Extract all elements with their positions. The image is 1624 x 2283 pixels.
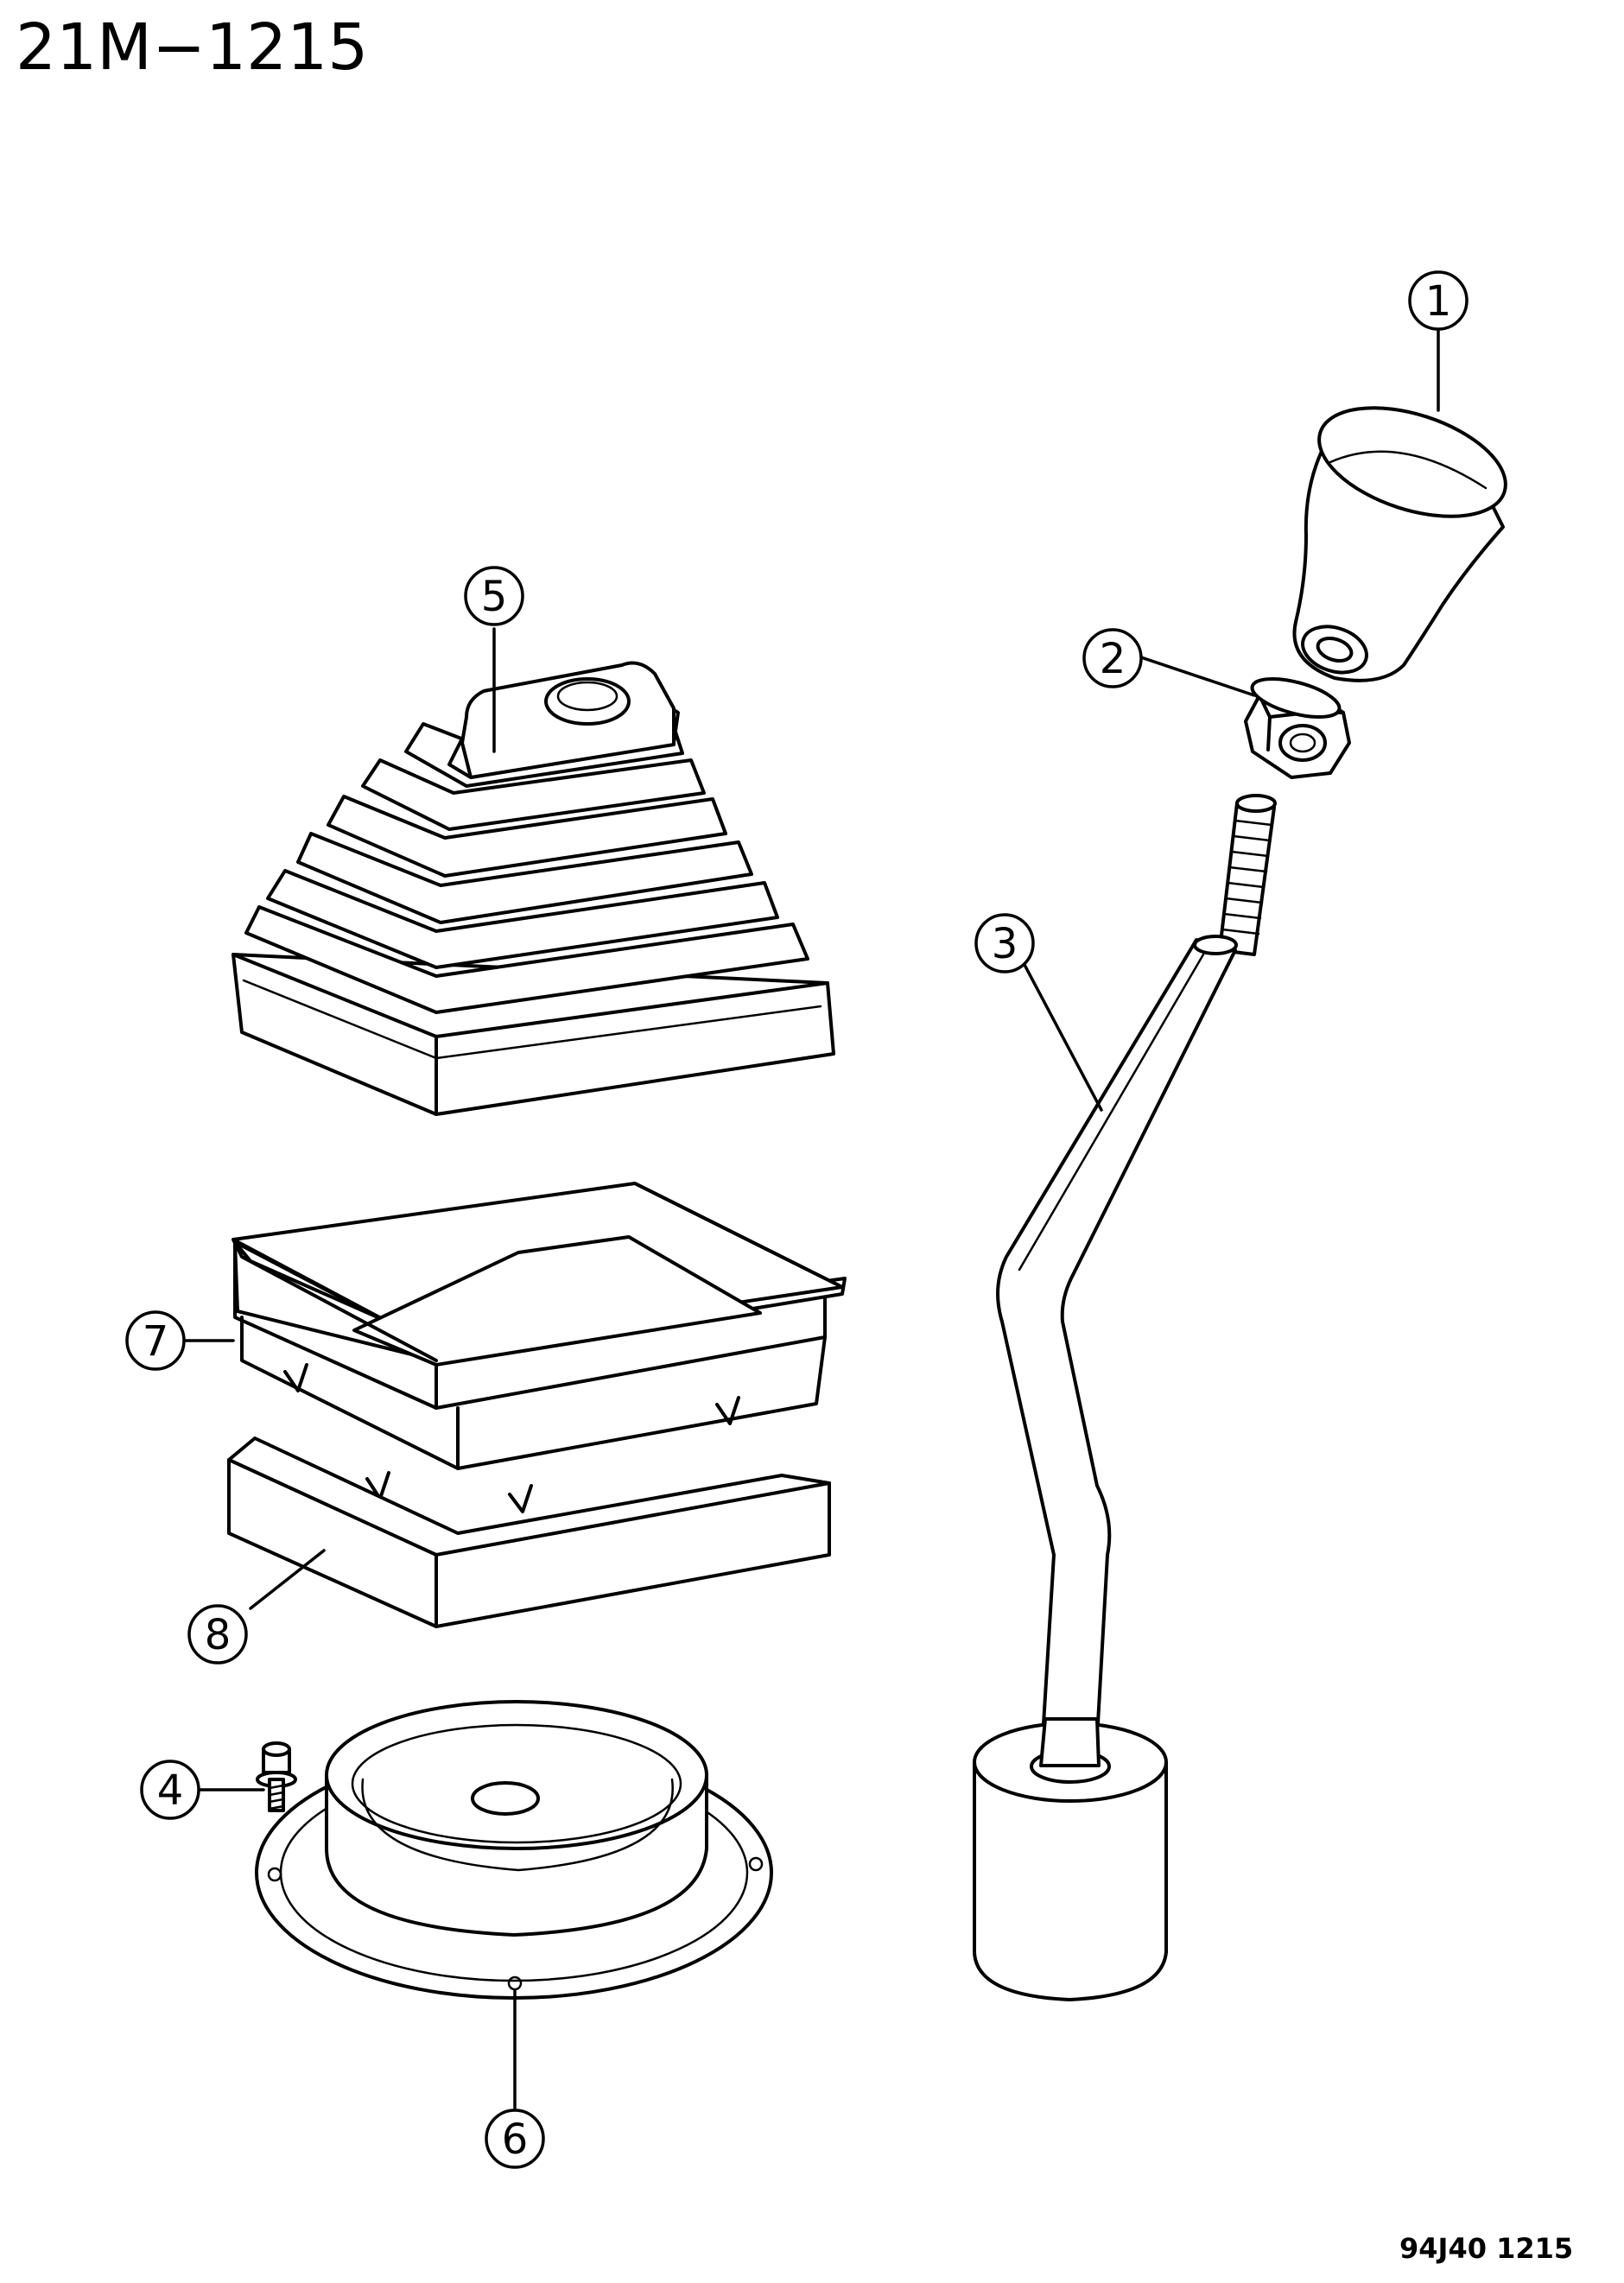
jam-nut xyxy=(1244,677,1351,779)
floor-pad xyxy=(227,1436,831,1628)
callout-number: 6 xyxy=(502,2115,529,2164)
callout-number: 4 xyxy=(157,1766,184,1815)
boot-retainer xyxy=(232,1182,847,1513)
callout-3: 3 xyxy=(974,913,1035,973)
leader-8 xyxy=(249,1549,326,1610)
diagram-code: 21M−1215 xyxy=(16,10,368,85)
shift-knob xyxy=(1292,406,1507,682)
callout-5: 5 xyxy=(464,566,524,626)
bolt xyxy=(256,1741,297,1812)
callout-2: 2 xyxy=(1082,628,1143,688)
leader-2 xyxy=(1137,655,1256,697)
callout-1: 1 xyxy=(1408,270,1469,331)
leader-3 xyxy=(1022,961,1103,1112)
callout-number: 7 xyxy=(143,1317,169,1366)
shift-boot xyxy=(232,661,835,1116)
base-plate xyxy=(255,1700,773,2000)
callout-number: 3 xyxy=(992,920,1018,968)
callout-number: 8 xyxy=(205,1611,232,1659)
drawing-reference: 94J40 1215 xyxy=(1399,2232,1573,2265)
shift-lever xyxy=(973,794,1277,2001)
callout-4: 4 xyxy=(140,1760,200,1820)
callout-6: 6 xyxy=(485,2109,545,2169)
callout-8: 8 xyxy=(187,1604,248,1665)
callout-7: 7 xyxy=(125,1310,186,1371)
callout-number: 1 xyxy=(1425,277,1452,326)
callout-number: 2 xyxy=(1100,635,1126,683)
leader-lines xyxy=(181,322,1440,2109)
callout-number: 5 xyxy=(481,573,508,621)
